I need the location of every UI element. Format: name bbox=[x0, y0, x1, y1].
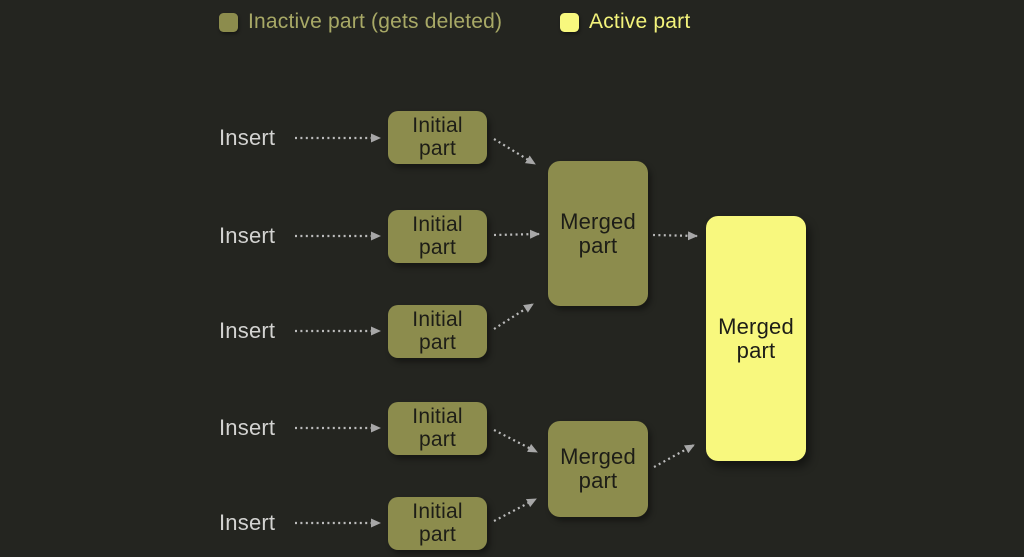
legend-active-label: Active part bbox=[589, 10, 691, 33]
initial-part-box-2: Initial part bbox=[388, 210, 487, 263]
initial-part-label: Initial part bbox=[412, 307, 463, 354]
insert-label-5: Insert bbox=[219, 510, 276, 535]
arrow-merged2-to-final bbox=[653, 444, 695, 468]
insert-label-2: Insert bbox=[219, 223, 276, 248]
legend-inactive: Inactive part (gets deleted) bbox=[219, 10, 503, 33]
initial-part-label: Initial part bbox=[412, 212, 463, 259]
initial-part-label: Initial part bbox=[412, 404, 463, 451]
merged-part-label: Merged part bbox=[560, 444, 636, 493]
arrow-initial3-to-merged1 bbox=[493, 303, 534, 330]
legend-inactive-label: Inactive part (gets deleted) bbox=[248, 10, 503, 33]
initial-part-box-5: Initial part bbox=[388, 497, 487, 550]
final-merged-part-box: Merged part bbox=[706, 216, 806, 461]
merged-part-label: Merged part bbox=[560, 208, 636, 258]
insert-label-3: Insert bbox=[219, 318, 276, 343]
initial-part-label: Initial part bbox=[412, 113, 463, 160]
legend-active-swatch bbox=[560, 12, 579, 32]
final-merged-part-label: Merged part bbox=[718, 313, 794, 363]
arrow-initial4-to-merged2 bbox=[493, 429, 538, 453]
merged-part-box-2: Merged part bbox=[548, 421, 648, 517]
legend-active: Active part bbox=[560, 10, 691, 33]
initial-part-box-3: Initial part bbox=[388, 305, 487, 358]
legend-inactive-swatch bbox=[219, 12, 238, 32]
arrow-merged1-to-final bbox=[652, 231, 698, 241]
arrow-initial5-to-merged2 bbox=[493, 498, 537, 522]
initial-part-label: Initial part bbox=[412, 499, 463, 546]
arrow-initial1-to-merged1 bbox=[493, 138, 536, 165]
insert-label-1: Insert bbox=[219, 125, 276, 150]
initial-part-box-4: Initial part bbox=[388, 402, 487, 455]
arrow-initial2-to-merged1 bbox=[493, 229, 540, 239]
initial-part-box-1: Initial part bbox=[388, 111, 487, 164]
insert-label-4: Insert bbox=[219, 415, 276, 440]
merged-part-box-1: Merged part bbox=[548, 161, 648, 306]
